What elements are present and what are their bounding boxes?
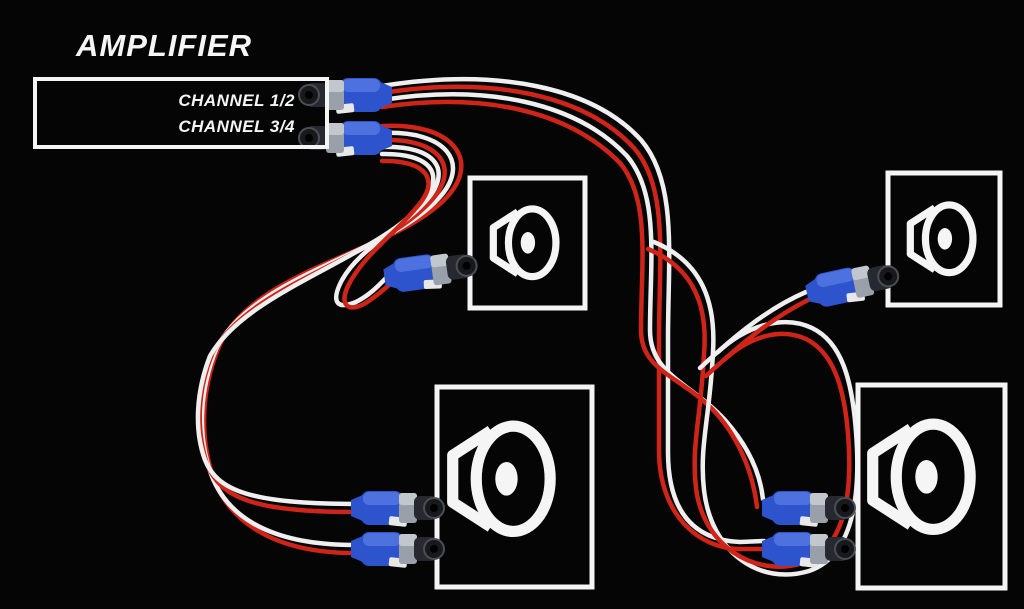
cable-bundle-left [195, 123, 464, 556]
cable-red [703, 297, 811, 379]
cable-white [199, 130, 456, 548]
cable-red [379, 99, 760, 510]
cable-red [342, 158, 431, 310]
channel-label-2: CHANNEL 3/4 [178, 116, 295, 136]
speakon-connector-icon [381, 246, 481, 298]
cable-red [379, 84, 767, 552]
cable-bundle-right [379, 77, 767, 552]
speaker-box [467, 175, 588, 311]
cable-white [334, 151, 436, 308]
speaker-icon [910, 205, 973, 273]
speaker-upper-right [885, 170, 1003, 308]
speaker-box [885, 170, 1003, 308]
cable-white [651, 239, 860, 577]
speaker-lower-right [855, 382, 1008, 591]
speaker-upper-left [467, 175, 588, 311]
speaker-icon [453, 426, 550, 531]
amplifier-title: AMPLIFIER [76, 28, 253, 63]
speaker-lower-left [434, 384, 595, 590]
cable-white [379, 77, 767, 545]
speakon-connector-icon [350, 490, 445, 528]
cable-red [201, 123, 464, 556]
cable-white [195, 144, 441, 507]
channel-label-1: CHANNEL 1/2 [178, 90, 295, 110]
cable-white [697, 289, 809, 371]
speaker-icon [873, 424, 970, 529]
speaker-box [434, 384, 595, 590]
cable-white [379, 92, 766, 502]
speaker-box [855, 382, 1008, 591]
speakon-connector-icon [761, 531, 856, 569]
speaker-icon [493, 209, 556, 277]
amplifier-box: CHANNEL 1/2 CHANNEL 3/4 [33, 77, 329, 149]
speakon-connector-icon [350, 531, 445, 569]
